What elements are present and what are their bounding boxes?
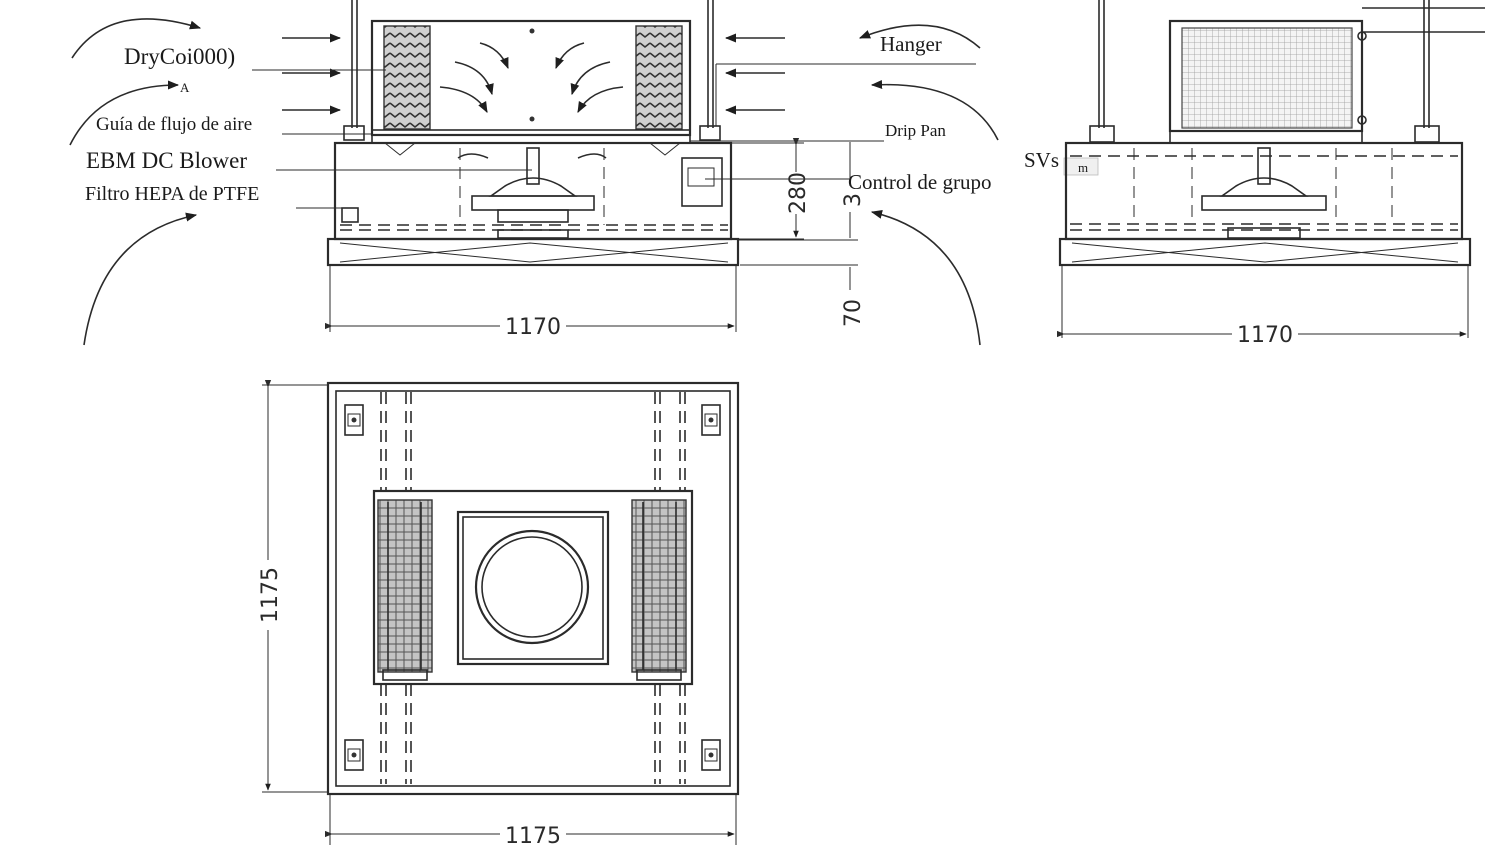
coil-housing (370, 19, 692, 137)
front-view: 1170 280 3 70 (69, 0, 1099, 346)
airflow-arrow (570, 61, 611, 96)
label-dry-coil: DryCoi000) (124, 44, 235, 69)
hanger-bracket (701, 739, 721, 771)
dim-plan-height: 1175 (258, 567, 283, 623)
group-control-box (681, 157, 723, 207)
plan-coil-housing (372, 489, 694, 686)
side-hepa-filter (1058, 237, 1472, 267)
side-coil-fins (1181, 27, 1353, 129)
drip-pan (371, 129, 691, 144)
label-air-guide: Guía de flujo de aire (96, 114, 252, 135)
airflow-arrow (479, 42, 509, 70)
label-hanger: Hanger (880, 32, 942, 56)
hepa-filter (326, 237, 740, 267)
hanger-nut-left (343, 125, 365, 141)
plan-coil-right (631, 499, 687, 673)
label-hepa: Filtro HEPA de PTFE (85, 183, 259, 205)
dim-height-280: 280 (786, 172, 811, 214)
dry-coil-right (635, 25, 683, 130)
dry-coil-left (383, 25, 431, 130)
hanger-bracket (701, 404, 721, 436)
airflow-arrow (454, 61, 494, 96)
label-group-control: Control de grupo (848, 170, 991, 194)
airflow-arrow (555, 42, 585, 70)
dim-height-3: 3 (841, 193, 866, 207)
dim-side-width: 1170 (1237, 323, 1293, 348)
plan-outline (326, 381, 740, 796)
blower-fan (471, 195, 595, 211)
label-blower: EBM DC Blower (86, 148, 247, 173)
dim-bottom-70: 70 (841, 299, 866, 327)
dim-plan-width: 1175 (505, 824, 561, 845)
plan-coil-left (377, 499, 433, 673)
airflow-arrow (439, 86, 488, 113)
airflow-arrow (577, 86, 624, 113)
plan-view: 1175 1175 (258, 379, 740, 845)
plan-blower-fan (474, 529, 590, 645)
dim-front-width: 1170 (505, 315, 561, 340)
plan-blower-frame (456, 510, 610, 666)
label-svs: SVs (1024, 148, 1059, 172)
label-drip-pan: Drip Pan (885, 121, 946, 140)
hanger-nut-right (699, 125, 721, 141)
label-dry-coil-sub: A (180, 80, 190, 95)
hanger-bracket (344, 404, 364, 436)
hanger-bracket (344, 739, 364, 771)
side-view: 1170 (1056, 0, 1485, 348)
label-svs-sub: m (1078, 160, 1088, 175)
